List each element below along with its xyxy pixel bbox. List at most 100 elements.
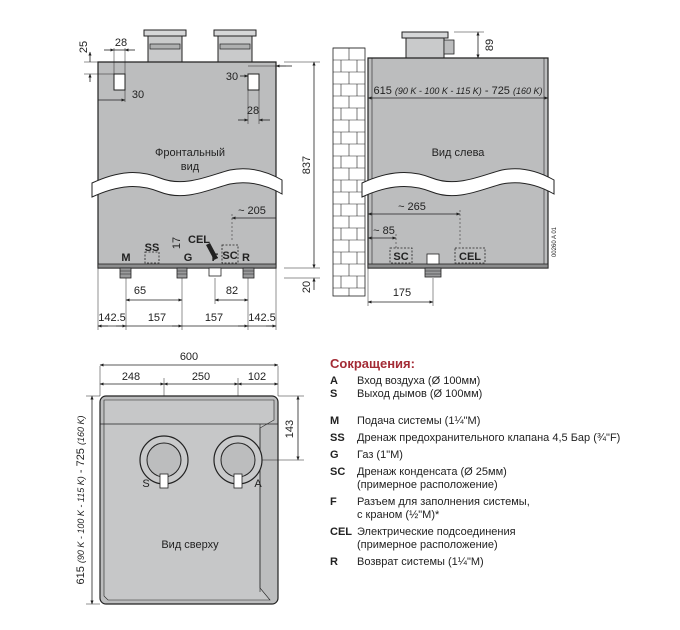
front-port-left [113,73,126,91]
dim-142-5-right: 142.5 [248,312,276,324]
legend-description-line: Разъем для заполнения системы, [357,496,530,508]
legend-description-line: Подача системы (1¼"М) [357,415,481,427]
side-conn-SC: SC [393,251,408,263]
legend-description-line: Электрические подсоединения [357,526,516,538]
front-conn-SS: SS [145,242,160,254]
dim-28-right: 28 [247,105,259,117]
front-conn-M: M [121,252,130,264]
front-view: Фронтальный вид 25 28 30 30 28 ~ 205 [78,29,320,330]
legend-item: CEL Электрические подсоединения(примерное… [330,526,675,552]
legend: Сокращения: A Вход воздуха (Ø 100мм) S Выхо… [330,356,675,569]
legend-item: G Газ (1"М) [330,449,675,462]
legend-description-line: Дренаж конденсата (Ø 25мм) [357,466,507,478]
dim-20: 20 [301,281,313,293]
top-view: 600 248 250 102 S A Вид сверху [75,351,304,605]
top-flue-A [213,435,263,489]
dim-143: 143 [284,420,296,438]
front-cel-box [221,244,239,264]
dim-600: 600 [180,351,198,363]
front-pipes [119,267,255,279]
drawing-code: 00260 A 01 [552,226,558,257]
top-conn-A: A [254,478,262,490]
dim-85: ~ 85 [373,225,395,237]
front-conn-SC: SC [222,250,237,262]
dim-102: 102 [248,371,266,383]
legend-item: SS Дренаж предохранительного клапана 4,5 … [330,432,675,445]
front-view-label-line2: вид [181,161,200,173]
dim-175: 175 [393,287,411,299]
front-conn-G: G [184,252,193,264]
legend-description: Дренаж предохранительного клапана 4,5 Ба… [357,432,675,445]
side-flue [401,31,455,59]
legend-code: R [330,556,338,568]
legend-title: Сокращения: [330,356,415,371]
dim-65: 65 [134,285,146,297]
legend-description-line: (примерное расположение) [357,539,498,551]
legend-description: Вход воздуха (Ø 100мм) [357,375,675,388]
side-break-band [361,168,555,198]
legend-description-line: Возврат системы (1¼"М) [357,556,484,568]
legend-description: Газ (1"М) [357,449,675,462]
legend-description: Возврат системы (1¼"М) [357,556,675,569]
front-break-band [91,168,283,198]
side-view: Вид слева 89 615 (90 K - 100 K - 115 K) … [361,31,558,306]
dim-30-left: 30 [132,89,144,101]
legend-code: CEL [330,526,352,538]
flue-pipe-right [213,29,257,63]
side-sc-box [389,247,413,264]
front-conn-R: R [242,252,250,264]
side-view-label: Вид слева [432,147,486,159]
legend-item: SC Дренаж конденсата (Ø 25мм)(примерное р… [330,466,675,492]
legend-description-line: (примерное расположение) [357,479,498,491]
legend-code: A [330,375,338,387]
dim-248: 248 [122,371,140,383]
legend-description: Выход дымов (Ø 100мм) [357,388,675,401]
legend-description: Подача системы (1¼"М) [357,415,675,428]
front-conn-F: F [212,252,219,264]
legend-description-line: Газ (1"М) [357,449,403,461]
dim-205: ~ 205 [238,205,266,217]
legend-code: SS [330,432,345,444]
side-depth-label: 615 (90 K - 100 K - 115 K) - 725 (160 K) [373,85,542,97]
legend-item: R Возврат системы (1¼"М) [330,556,675,569]
wall [332,47,366,297]
legend-description-line: с краном (½"М)* [357,509,440,521]
dim-265: ~ 265 [398,201,426,213]
legend-code: F [330,496,337,508]
legend-code: S [330,388,338,400]
dim-250: 250 [192,371,210,383]
front-view-label-line1: Фронтальный [155,147,225,159]
flue-pipe-left [143,29,187,63]
legend-code: G [330,449,339,461]
top-view-label: Вид сверху [161,539,219,551]
legend-description: Дренаж конденсата (Ø 25мм)(примерное рас… [357,466,675,492]
dim-89: 89 [484,39,496,51]
side-conn-CEL: CEL [459,251,481,263]
top-conn-S: S [142,478,149,490]
legend-description: Электрические подсоединения(примерное ра… [357,526,675,552]
legend-code: SC [330,466,346,478]
dim-157-b: 157 [205,312,223,324]
legend-description-line: Дренаж предохранительного клапана 4,5 Ба… [357,432,621,444]
legend-item: M Подача системы (1¼"М) [330,415,675,428]
dim-28-top: 28 [115,37,127,49]
front-port-right [247,73,260,91]
dim-142-5-left: 142.5 [98,312,126,324]
top-depth-label: 615 (90 K - 100 K - 115 K) - 725 (160 K) [75,415,87,584]
front-ss-box [144,251,160,264]
legend-description: Разъем для заполнения системы,с краном (… [357,496,675,522]
front-conn-CEL: CEL [188,234,210,246]
dim-837: 837 [301,156,313,174]
legend-list: A Вход воздуха (Ø 100мм) S Выход дымов (Ø 1… [330,375,675,569]
side-drain [424,253,442,278]
legend-description-line: Вход воздуха (Ø 100мм) [357,375,481,387]
legend-code: M [330,415,340,427]
legend-item: S Выход дымов (Ø 100мм) [330,388,675,401]
legend-description-line: Выход дымов (Ø 100мм) [357,388,483,400]
legend-item: A Вход воздуха (Ø 100мм) [330,375,675,388]
dim-17: 17 [171,237,183,249]
dim-25: 25 [78,41,90,53]
dim-157-a: 157 [148,312,166,324]
dim-30-right: 30 [226,71,238,83]
